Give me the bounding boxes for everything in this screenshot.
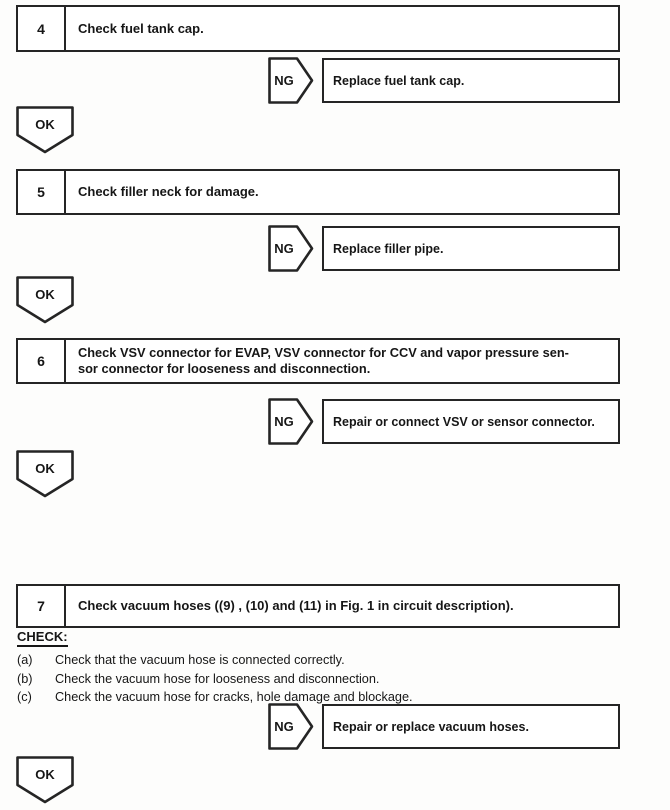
check-item-a-label: (a) xyxy=(17,653,33,668)
step-4-box: 4 Check fuel tank cap. xyxy=(16,5,620,52)
ok-label: OK xyxy=(35,286,55,302)
ok-pentagon-icon xyxy=(16,756,74,804)
check-item-b-text: Check the vacuum hose for looseness and … xyxy=(55,671,380,686)
ng-label: NG xyxy=(274,241,294,256)
ok-pentagon-icon xyxy=(16,106,74,154)
check-list: (a) Check that the vacuum hose is connec… xyxy=(17,651,617,707)
ok-connector-step-6: OK xyxy=(16,450,74,498)
ng-label: NG xyxy=(274,73,294,88)
ng-pentagon-icon xyxy=(268,225,314,272)
ok-label: OK xyxy=(35,460,55,476)
ng-arrow-step-5: NG xyxy=(268,225,314,272)
ok-pentagon-icon xyxy=(16,450,74,498)
step-6-title-line1: Check VSV connector for EVAP, VSV connec… xyxy=(78,345,569,360)
check-item-a: (a) Check that the vacuum hose is connec… xyxy=(17,651,617,670)
step-5-title: Check filler neck for damage. xyxy=(78,184,259,199)
ok-label: OK xyxy=(35,766,55,782)
step-7-title: Check vacuum hoses ((9) , (10) and (11) … xyxy=(78,598,514,613)
step-7-box: 7 Check vacuum hoses ((9) , (10) and (11… xyxy=(16,584,620,628)
ng-action-step-4: Replace fuel tank cap. xyxy=(322,58,620,103)
check-item-a-text: Check that the vacuum hose is connected … xyxy=(55,653,345,668)
step-6-box: 6 Check VSV connector for EVAP, VSV conn… xyxy=(16,338,620,384)
ok-connector-step-5: OK xyxy=(16,276,74,324)
check-heading: CHECK: xyxy=(17,629,68,647)
ng-action-step-7: Repair or replace vacuum hoses. xyxy=(322,704,620,749)
ng-pentagon-icon xyxy=(268,57,314,104)
check-item-c: (c) Check the vacuum hose for cracks, ho… xyxy=(17,688,617,707)
step-7-number: 7 xyxy=(18,586,66,626)
ng-arrow-step-6: NG xyxy=(268,398,314,445)
ng-action-step-6: Repair or connect VSV or sensor connecto… xyxy=(322,399,620,444)
ng-pentagon-icon xyxy=(268,398,314,445)
step-4-title: Check fuel tank cap. xyxy=(78,20,204,36)
check-item-b-label: (b) xyxy=(17,671,33,686)
step-5-number: 5 xyxy=(18,171,66,213)
ng-arrow-step-4: NG xyxy=(268,57,314,104)
ng-action-step-5: Replace filler pipe. xyxy=(322,226,620,271)
check-item-c-text: Check the vacuum hose for cracks, hole d… xyxy=(55,690,413,705)
ng-pentagon-icon xyxy=(268,703,314,750)
step-4-number: 4 xyxy=(18,7,66,50)
check-item-c-label: (c) xyxy=(17,690,32,705)
check-item-b: (b) Check the vacuum hose for looseness … xyxy=(17,670,617,689)
step-5-box: 5 Check filler neck for damage. xyxy=(16,169,620,215)
ng-label: NG xyxy=(274,414,294,429)
ok-connector-step-4: OK xyxy=(16,106,74,154)
ok-connector-step-7: OK xyxy=(16,756,74,804)
ok-pentagon-icon xyxy=(16,276,74,324)
ok-label: OK xyxy=(35,116,55,132)
ng-label: NG xyxy=(274,719,294,734)
ng-arrow-step-7: NG xyxy=(268,703,314,750)
step-6-title-line2: sor connector for looseness and disconne… xyxy=(78,361,371,376)
step-6-number: 6 xyxy=(18,340,66,382)
